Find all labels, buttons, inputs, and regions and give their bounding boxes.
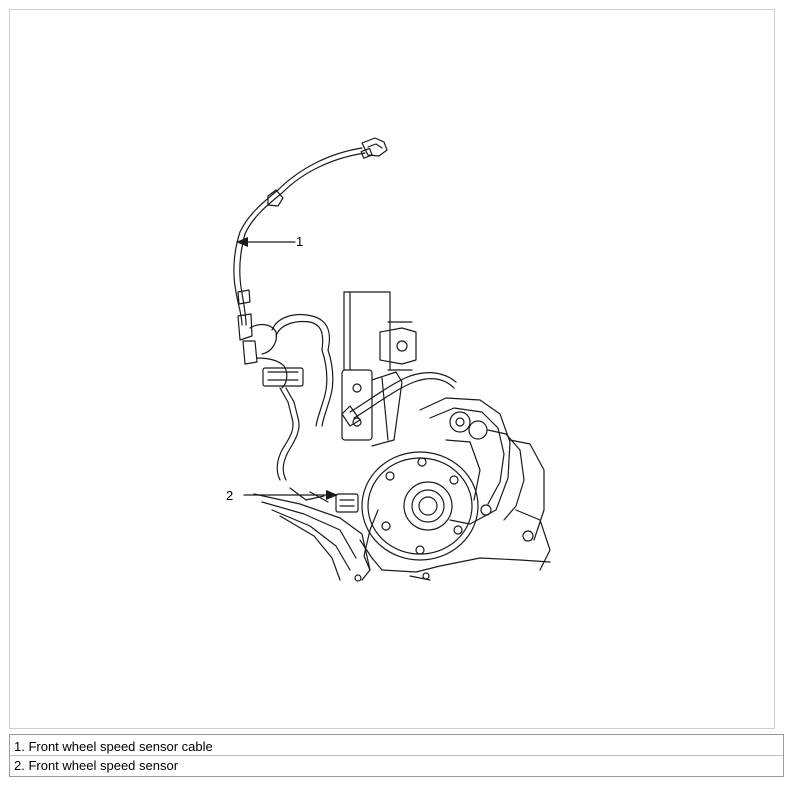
legend-table: 1. Front wheel speed sensor cable 2. Fro… — [9, 734, 784, 777]
strut-assembly — [341, 291, 417, 447]
brake-caliper — [419, 397, 551, 571]
front-wheel-sensor-illustration: 1 2 — [226, 137, 551, 582]
wheel-hub — [361, 451, 479, 571]
legend-item-sensor-cable: 1. Front wheel speed sensor cable — [10, 737, 783, 756]
callout-2-arrowhead — [326, 490, 338, 500]
callout-1-arrowhead — [236, 237, 248, 247]
figure-frame: 1 2 — [9, 9, 775, 729]
callout-1-number: 1 — [296, 234, 303, 249]
cable-connector — [360, 137, 388, 159]
steering-knuckle — [253, 487, 551, 582]
sensor-cable — [233, 147, 366, 481]
brake-hose — [341, 372, 457, 427]
callout-2-number: 2 — [226, 488, 233, 503]
legend-item-speed-sensor: 2. Front wheel speed sensor — [14, 758, 179, 773]
callout-leaders — [243, 241, 331, 496]
